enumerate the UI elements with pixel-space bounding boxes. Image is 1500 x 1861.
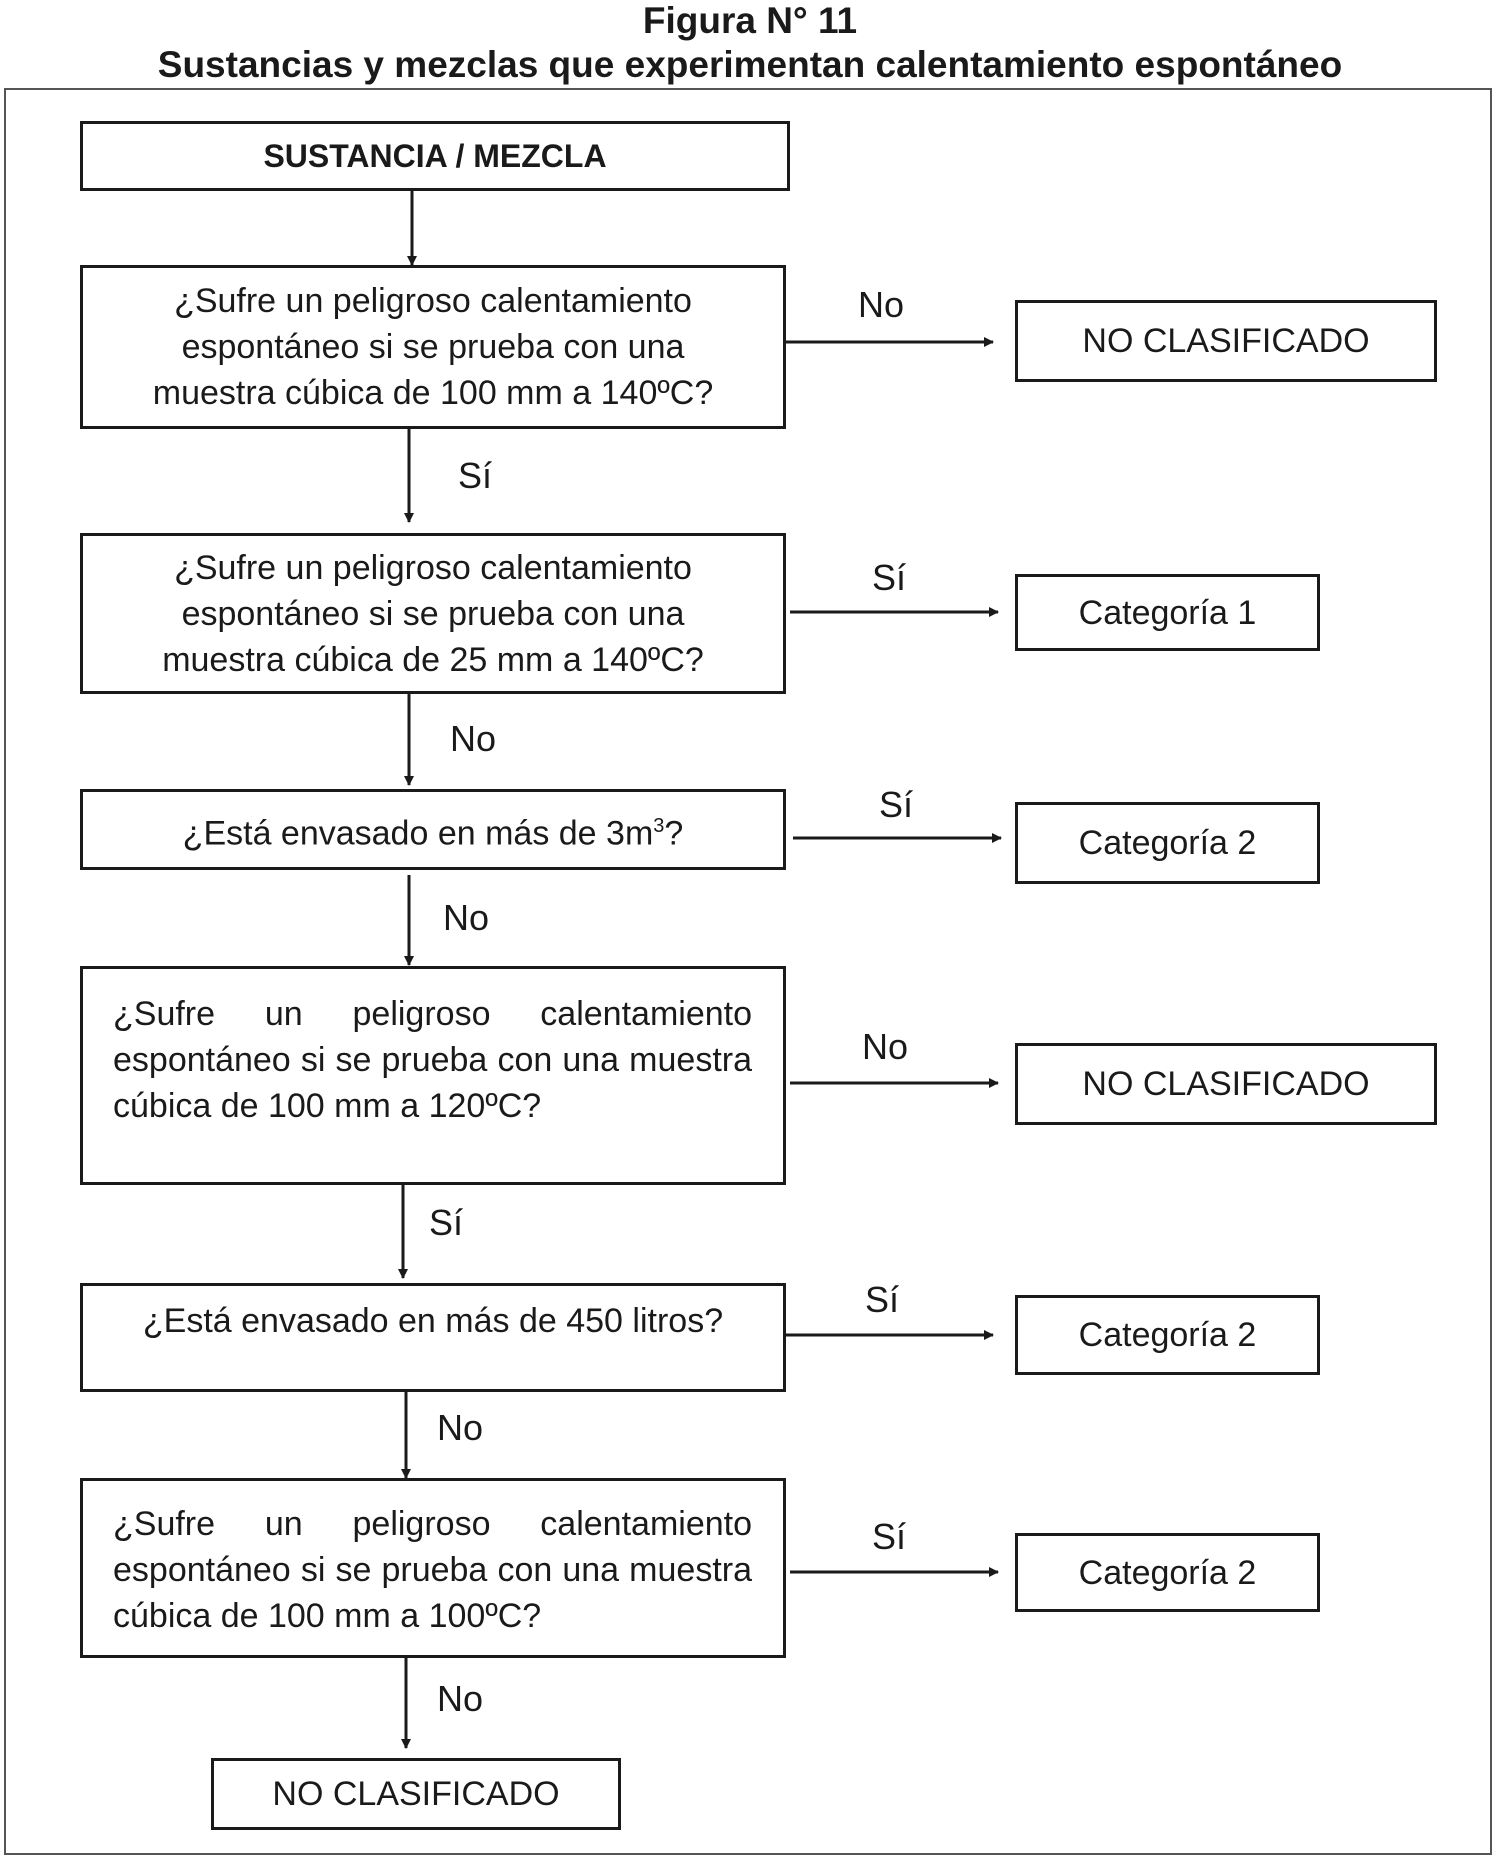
start-box: SUSTANCIA / MEZCLA — [80, 121, 790, 191]
result-box-5: Categoría 2 — [1015, 1295, 1320, 1375]
q3-text-superscript: 3 — [653, 814, 665, 837]
q1-side-label: No — [858, 284, 905, 325]
question-box-2: ¿Sufre un peligroso calentamiento espont… — [80, 533, 786, 694]
q6-down-label: No — [437, 1678, 484, 1719]
result-box-1: NO CLASIFICADO — [1015, 300, 1437, 382]
result-box-3: Categoría 2 — [1015, 802, 1320, 884]
q6-side-label: Sí — [872, 1516, 907, 1557]
question-box-6: ¿Sufre un peligroso calentamiento espont… — [80, 1478, 786, 1658]
end-box: NO CLASIFICADO — [211, 1758, 621, 1830]
q6-text: ¿Sufre un peligroso calentamiento espont… — [113, 1505, 752, 1635]
q3-text-end: ? — [664, 814, 684, 853]
result-box-4: NO CLASIFICADO — [1015, 1043, 1437, 1125]
q3-text-main: ¿Está envasado en más de 3m — [182, 814, 654, 853]
diagram-frame — [4, 88, 1492, 1855]
question-box-5: ¿Está envasado en más de 450 litros? — [80, 1283, 786, 1392]
q4-down-label: Sí — [429, 1202, 464, 1243]
q1-down-label: Sí — [458, 455, 493, 496]
figure-subtitle: Sustancias y mezclas que experimentan ca… — [157, 44, 1343, 85]
result-box-6: Categoría 2 — [1015, 1533, 1320, 1612]
q4-side-label: No — [862, 1026, 909, 1067]
q5-side-label: Sí — [865, 1279, 900, 1320]
q2-side-label: Sí — [872, 557, 907, 598]
q3-text: ¿Está envasado en más de 3m3? — [183, 803, 684, 856]
q3-side-label: Sí — [879, 784, 914, 825]
q5-down-label: No — [437, 1407, 484, 1448]
result-box-2: Categoría 1 — [1015, 574, 1320, 651]
question-box-4: ¿Sufre un peligroso calentamiento espont… — [80, 966, 786, 1185]
q2-down-label: No — [450, 718, 497, 759]
q3-down-label: No — [443, 897, 490, 938]
question-box-3: ¿Está envasado en más de 3m3? — [80, 789, 786, 870]
figure-title: Figura N° 11 — [642, 0, 858, 41]
q4-text: ¿Sufre un peligroso calentamiento espont… — [113, 995, 752, 1125]
question-box-1: ¿Sufre un peligroso calentamiento espont… — [80, 265, 786, 429]
q5-text: ¿Está envasado en más de 450 litros? — [142, 1302, 724, 1340]
